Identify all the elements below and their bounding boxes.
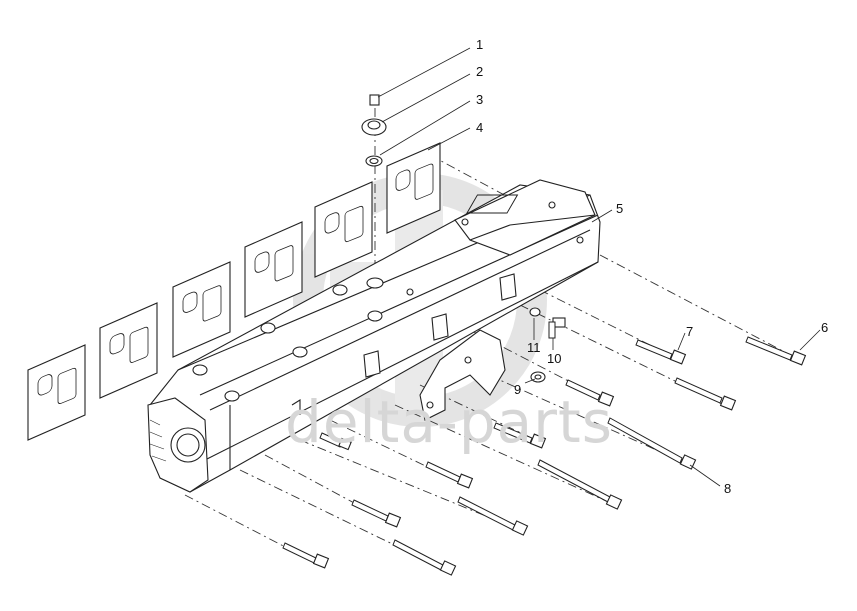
bolt-h [392,539,457,576]
washer-11 [529,307,541,317]
exhaust-manifold [147,179,601,493]
callout-4: 4 [476,120,484,135]
bracket [419,329,506,421]
bolt-7 [635,339,687,365]
bolt-d [537,459,623,510]
gasket-4 [244,221,303,318]
bolt-e [425,461,474,489]
gasket-2 [99,302,158,399]
screw-10 [548,317,566,339]
callout-8: 8 [724,481,732,496]
bolt-a [674,377,737,411]
gasket-3 [172,261,231,358]
watermark-text: delta-parts [285,388,613,456]
bolt-6 [745,336,807,366]
callout-10: 10 [547,351,562,366]
bolt-f [457,496,529,536]
callout-6: 6 [821,320,829,335]
bolt-j [319,432,352,451]
gasket-5 [314,181,373,278]
bolt-8 [607,417,697,470]
gasket-1 [27,344,86,441]
callout-5: 5 [616,201,624,216]
leader-lines [377,47,821,487]
callout-11: 11 [527,340,541,355]
callout-3: 3 [476,92,484,107]
bolt-c [493,422,547,449]
callout-9: 9 [514,382,522,397]
bolt-g [351,499,402,528]
callout-2: 2 [476,64,484,79]
fitting-assembly [361,94,387,289]
gasket-6 [386,142,441,234]
callout-1: 1 [476,37,484,52]
bolt-b [565,379,615,407]
callout-7: 7 [686,324,694,339]
bolt-i [282,542,330,569]
washer-9 [530,371,546,383]
